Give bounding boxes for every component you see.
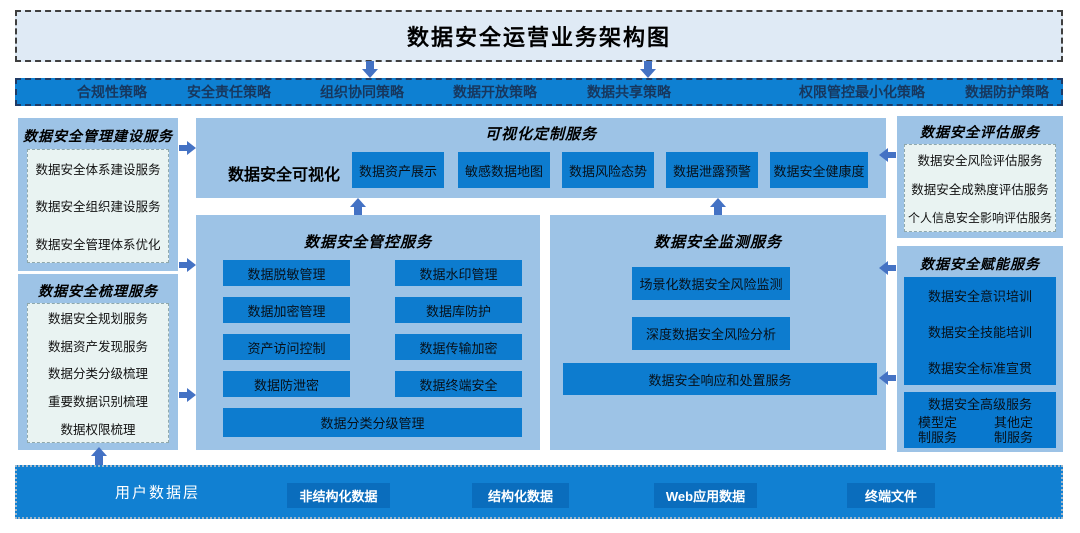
- monitoring-item-button: 场景化数据安全风险监测: [632, 267, 790, 300]
- arrow-down-icon: [640, 61, 656, 78]
- policy-item: 权限管控最小化策略: [799, 84, 925, 100]
- advanced-services-title: 数据安全高级服务: [927, 396, 1032, 412]
- list-item: 数据资产发现服务: [47, 339, 148, 354]
- title-banner: 数据安全运营业务架构图: [15, 10, 1063, 62]
- list-item: 模型定制服务: [918, 415, 958, 446]
- list-item: 数据分类分级梳理: [47, 367, 148, 382]
- viz-item-button: 数据安全健康度: [770, 152, 868, 188]
- list-item: 数据安全体系建设服务: [35, 163, 161, 178]
- advanced-services-row: 模型定制服务 其他定制服务: [904, 415, 1056, 446]
- list-item: 数据安全风险评估服务: [917, 154, 1043, 169]
- policy-item: 合规性策略: [77, 84, 147, 100]
- list-item: 数据安全技能培训: [927, 324, 1032, 340]
- arrow-left-icon: [879, 148, 896, 162]
- policy-item: 数据共享策略: [587, 84, 671, 100]
- control-item-button: 数据防泄密: [223, 371, 350, 397]
- viz-item-button: 数据风险态势: [562, 152, 654, 188]
- box-title: 可视化定制服务: [484, 126, 597, 143]
- policy-strip: 合规性策略 安全责任策略 组织协同策略 数据开放策略 数据共享策略 权限管控最小…: [15, 78, 1063, 106]
- arrow-up-icon: [350, 198, 366, 216]
- policy-item: 组织协同策略: [320, 84, 404, 100]
- combing-services-list: 数据安全规划服务 数据资产发现服务 数据分类分级梳理 重要数据识别梳理 数据权限…: [27, 303, 169, 443]
- list-item: 数据权限梳理: [60, 422, 136, 437]
- combing-services-box: 数据安全梳理服务 数据安全规划服务 数据资产发现服务 数据分类分级梳理 重要数据…: [18, 274, 178, 450]
- list-item: 其他定制服务: [994, 415, 1034, 446]
- list-item: 数据安全意识培训: [927, 288, 1032, 304]
- box-title: 数据安全管理建设服务: [23, 128, 173, 144]
- control-item-button: 数据分类分级管理: [223, 408, 522, 437]
- list-item: 数据安全管理体系优化: [35, 237, 161, 252]
- list-item: 数据安全成熟度评估服务: [911, 183, 1049, 198]
- viz-item-button: 数据资产展示: [352, 152, 444, 188]
- diagram-title: 数据安全运营业务架构图: [406, 25, 671, 50]
- box-title: 数据安全赋能服务: [920, 256, 1040, 272]
- user-data-layer-label: 用户数据层: [115, 484, 201, 502]
- user-data-layer-bar: 用户数据层 非结构化数据 结构化数据 Web应用数据 终端文件: [15, 465, 1063, 519]
- management-services-list: 数据安全体系建设服务 数据安全组织建设服务 数据安全管理体系优化: [27, 149, 169, 263]
- viz-item-button: 敏感数据地图: [458, 152, 550, 188]
- control-item-button: 数据脱敏管理: [223, 260, 350, 286]
- management-services-box: 数据安全管理建设服务 数据安全体系建设服务 数据安全组织建设服务 数据安全管理体…: [18, 118, 178, 271]
- policy-item: 安全责任策略: [187, 84, 271, 100]
- control-services-box: 数据安全管控服务 数据脱敏管理 数据加密管理 资产访问控制 数据防泄密 数据水印…: [196, 215, 540, 450]
- monitoring-item-button: 深度数据安全风险分析: [632, 317, 790, 350]
- list-item: 数据安全标准宣贯: [927, 360, 1032, 376]
- arrow-right-icon: [179, 258, 196, 272]
- list-item: 重要数据识别梳理: [47, 395, 148, 410]
- data-type-button: 结构化数据: [472, 483, 569, 508]
- control-item-button: 数据终端安全: [395, 371, 522, 397]
- arrow-left-icon: [879, 261, 896, 275]
- control-item-button: 数据库防护: [395, 297, 522, 323]
- box-title: 数据安全评估服务: [920, 124, 1040, 140]
- policy-item: 数据防护策略: [965, 84, 1049, 100]
- list-item: 数据安全规划服务: [47, 312, 148, 327]
- list-item: 数据安全组织建设服务: [35, 200, 161, 215]
- box-title: 数据安全管控服务: [303, 234, 432, 251]
- advanced-services-box: 数据安全高级服务 模型定制服务 其他定制服务: [904, 392, 1056, 448]
- enablement-training-list: 数据安全意识培训 数据安全技能培训 数据安全标准宣贯: [904, 277, 1056, 385]
- control-item-button: 数据传输加密: [395, 334, 522, 360]
- assessment-services-list: 数据安全风险评估服务 数据安全成熟度评估服务 个人信息安全影响评估服务: [904, 144, 1056, 232]
- arrow-down-icon: [362, 61, 378, 78]
- arrow-right-icon: [179, 141, 196, 155]
- arrow-right-icon: [179, 388, 196, 402]
- box-title: 数据安全梳理服务: [38, 283, 158, 299]
- viz-item-button: 数据泄露预警: [666, 152, 758, 188]
- data-type-button: Web应用数据: [654, 483, 757, 508]
- control-item-button: 数据加密管理: [223, 297, 350, 323]
- control-item-button: 数据水印管理: [395, 260, 522, 286]
- visualization-box: 可视化定制服务 数据安全可视化 数据资产展示 敏感数据地图 数据风险态势 数据泄…: [196, 118, 886, 198]
- list-item: 个人信息安全影响评估服务: [907, 210, 1052, 225]
- arrow-left-icon: [879, 371, 896, 385]
- box-title: 数据安全监测服务: [653, 234, 782, 251]
- policy-item: 数据开放策略: [453, 84, 537, 100]
- arrow-up-icon: [710, 198, 726, 216]
- data-type-button: 终端文件: [847, 483, 935, 508]
- enablement-services-box: 数据安全赋能服务 数据安全意识培训 数据安全技能培训 数据安全标准宣贯 数据安全…: [897, 246, 1063, 452]
- monitoring-item-button: 数据安全响应和处置服务: [563, 363, 877, 395]
- visualization-label: 数据安全可视化: [228, 167, 341, 184]
- control-item-button: 资产访问控制: [223, 334, 350, 360]
- monitoring-services-box: 数据安全监测服务 场景化数据安全风险监测 深度数据安全风险分析 数据安全响应和处…: [550, 215, 886, 450]
- data-type-button: 非结构化数据: [287, 483, 390, 508]
- arrow-up-icon: [91, 447, 107, 465]
- assessment-services-box: 数据安全评估服务 数据安全风险评估服务 数据安全成熟度评估服务 个人信息安全影响…: [897, 116, 1063, 238]
